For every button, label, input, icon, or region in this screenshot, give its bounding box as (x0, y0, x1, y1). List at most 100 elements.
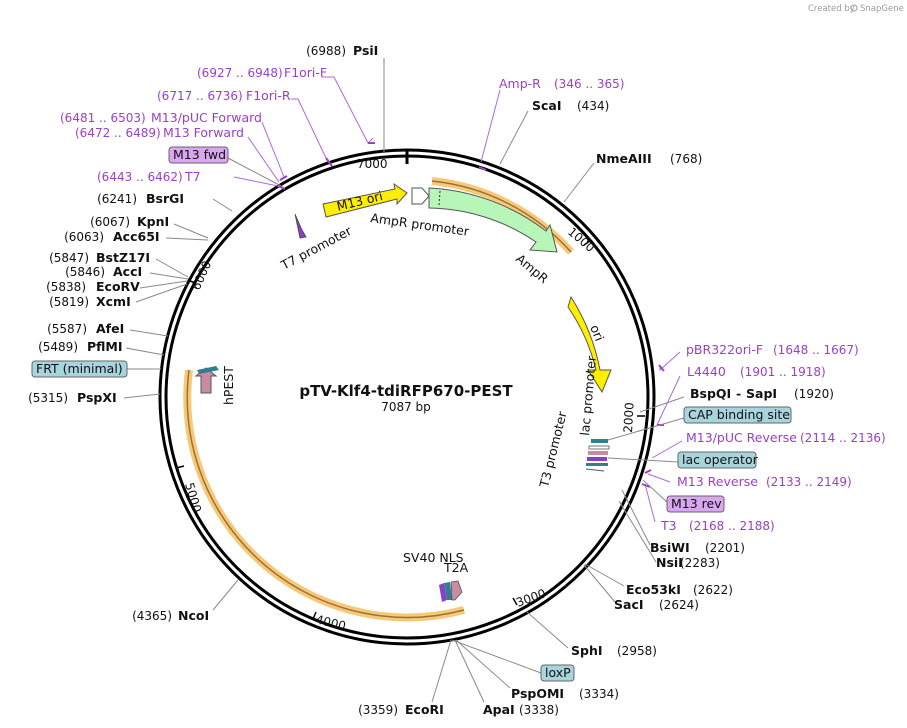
feature-box-m13-rev[interactable]: M13 rev (642, 479, 725, 513)
ampr-arrow (428, 187, 558, 253)
svg-text:F1ori-F: F1ori-F (284, 65, 327, 80)
svg-text:BsrGI: BsrGI (146, 191, 184, 206)
restriction-site-pspomi[interactable]: PspOMI (3334) (455, 639, 619, 701)
feature-box-lac-operator[interactable]: lac operator (607, 451, 759, 469)
svg-text:XcmI: XcmI (96, 294, 131, 309)
svg-text:(6067): (6067) (90, 215, 130, 229)
lac-promoter-label: lac promoter (577, 354, 599, 436)
ampr-orf-line (431, 180, 572, 253)
restriction-site-apai[interactable]: ApaI (3338) (454, 639, 559, 717)
restriction-site-xcmi[interactable]: (5819) XcmI (49, 283, 188, 309)
ampr-label: AmpR (513, 251, 551, 287)
feature-box-m13-fwd[interactable]: M13 fwd (168, 146, 282, 187)
restriction-site-kpni[interactable]: (6067) KpnI (90, 214, 209, 239)
svg-text:(5846): (5846) (65, 265, 105, 279)
plasmid-name: pTV-Klf4-tdiRFP670-PEST (299, 382, 513, 400)
svg-text:PspXI: PspXI (77, 390, 117, 405)
primer-t3[interactable]: T3 (2168 .. 2188) (641, 483, 775, 533)
restriction-site-nmeaiii[interactable]: NmeAIII (768) (563, 151, 702, 203)
credit-brand: SnapGene (860, 4, 904, 14)
restriction-site-pspxi[interactable]: (5315) PspXI (28, 390, 161, 405)
restriction-site-scai[interactable]: ScaI (434) (499, 98, 609, 165)
restriction-site-acc65i[interactable]: (6063) Acc65I (64, 229, 209, 244)
primer-m13-puc-forward[interactable]: (6481 .. 6503) M13/pUC Forward (60, 110, 288, 181)
restriction-site-pflmi[interactable]: (5489) PflMI (38, 339, 165, 356)
restriction-site-acci[interactable]: (5846) AccI (65, 264, 189, 280)
svg-text:(2168 .. 2188): (2168 .. 2188) (689, 519, 775, 533)
primer-m13-reverse[interactable]: M13 Reverse (2133 .. 2149) (644, 469, 852, 489)
svg-text:M13 rev: M13 rev (671, 496, 722, 511)
restriction-site-bstz17i[interactable]: (5847) BstZ17I (49, 250, 189, 278)
svg-text:(2114 .. 2136): (2114 .. 2136) (800, 431, 886, 445)
restriction-site-eco53ki[interactable]: Eco53kI (2622) (584, 563, 733, 597)
restriction-site-saci[interactable]: SacI (2624) (583, 564, 699, 612)
restriction-site-bspqi-sapi[interactable]: BspQI - SapI (1920) (639, 386, 834, 413)
svg-text:(2958): (2958) (617, 644, 657, 658)
svg-text:(5489): (5489) (38, 340, 78, 354)
tick-marks (175, 240, 645, 620)
svg-text:EcoRI: EcoRI (405, 702, 444, 717)
svg-text:PspOMI: PspOMI (511, 686, 564, 701)
restriction-site-ncoi[interactable]: (4365) NcoI (132, 579, 239, 623)
svg-text:(6988): (6988) (306, 44, 346, 58)
restriction-site-bsrgi[interactable]: (6241) BsrGI (97, 191, 233, 212)
svg-text:BstZ17I: BstZ17I (96, 250, 150, 265)
svg-text:(5819): (5819) (49, 295, 89, 309)
restriction-site-psii[interactable]: (6988) PsiI (306, 43, 385, 152)
svg-text:PsiI: PsiI (353, 43, 378, 58)
primer-t7[interactable]: (6443 .. 6462) T7 (97, 169, 286, 190)
svg-text:NmeAIII: NmeAIII (596, 151, 652, 166)
svg-text:(3359): (3359) (358, 703, 398, 717)
restriction-site-nsii[interactable]: NsiI (2283) (618, 500, 720, 570)
svg-text:PflMI: PflMI (87, 339, 123, 354)
primer-f1ori-f[interactable]: (6927 .. 6948) F1ori-F (197, 65, 375, 144)
svg-text:(6481 .. 6503): (6481 .. 6503) (60, 111, 146, 125)
primer-f1ori-r[interactable]: (6717 .. 6736) F1ori-R (157, 88, 333, 167)
svg-text:F1ori-R: F1ori-R (246, 88, 291, 103)
svg-text:(6717 .. 6736): (6717 .. 6736) (157, 89, 243, 103)
svg-text:T7: T7 (184, 169, 201, 184)
svg-text:(2133 .. 2149): (2133 .. 2149) (766, 475, 852, 489)
svg-text:L4440: L4440 (687, 364, 726, 379)
svg-text:KpnI: KpnI (137, 214, 169, 229)
tick-label-4000: 4000 (314, 612, 347, 633)
svg-text:loxP: loxP (545, 665, 571, 680)
svg-text:BsiWI: BsiWI (650, 540, 690, 555)
primer-m13-puc-reverse[interactable]: M13/pUC Reverse (2114 .. 2136) (651, 430, 886, 459)
svg-text:AfeI: AfeI (96, 321, 124, 336)
svg-text:lac operator: lac operator (682, 452, 759, 467)
svg-text:NcoI: NcoI (178, 608, 209, 623)
restriction-site-sphi[interactable]: SphI (2958) (526, 611, 657, 658)
svg-text:(1648 .. 1667): (1648 .. 1667) (773, 343, 859, 357)
restriction-site-ecorv[interactable]: (5838) EcoRV (46, 279, 188, 294)
svg-text:NsiI: NsiI (656, 555, 683, 570)
plasmid-length: 7087 bp (381, 400, 431, 414)
feature-box-cap-binding-site[interactable]: CAP binding site (607, 406, 792, 441)
restriction-site-afei[interactable]: (5587) AfeI (47, 321, 169, 337)
feature-box-loxp[interactable]: loxP (451, 639, 575, 682)
svg-text:(6241): (6241) (97, 192, 137, 206)
primer-pbr322ori-f[interactable]: pBR322ori-F (1648 .. 1667) (658, 342, 859, 372)
svg-text:(2624): (2624) (659, 598, 699, 612)
restriction-site-ecori[interactable]: (3359) EcoRI (358, 639, 452, 717)
svg-text:M13 Forward: M13 Forward (163, 125, 244, 140)
svg-text:(3334): (3334) (579, 687, 619, 701)
svg-text:pBR322ori-F: pBR322ori-F (686, 342, 763, 357)
tick-label-3000: 3000 (514, 586, 547, 610)
sv40-t2a-glyphs (439, 580, 463, 602)
svg-text:(2283): (2283) (680, 556, 720, 570)
restriction-site-bsiwi[interactable]: BsiWI (2201) (621, 489, 745, 555)
ampr-start-mark (438, 190, 441, 207)
feature-box-frt-minimal[interactable]: FRT (minimal) (31, 360, 161, 378)
svg-text:(4365): (4365) (132, 609, 172, 623)
primer-l4440[interactable]: L4440 (1901 .. 1918) (656, 364, 826, 426)
primer-amp-r[interactable]: Amp-R (346 .. 365) (478, 76, 624, 171)
svg-text:M13 Reverse: M13 Reverse (677, 474, 758, 489)
svg-text:(768): (768) (670, 152, 702, 166)
svg-text:(5587): (5587) (47, 322, 87, 336)
svg-text:SapI: SapI (746, 386, 777, 401)
tick-label-7000: 7000 (357, 157, 388, 171)
t7-promoter-arrow (294, 213, 307, 239)
primer-m13-forward[interactable]: (6472 .. 6489) M13 Forward (75, 125, 280, 183)
